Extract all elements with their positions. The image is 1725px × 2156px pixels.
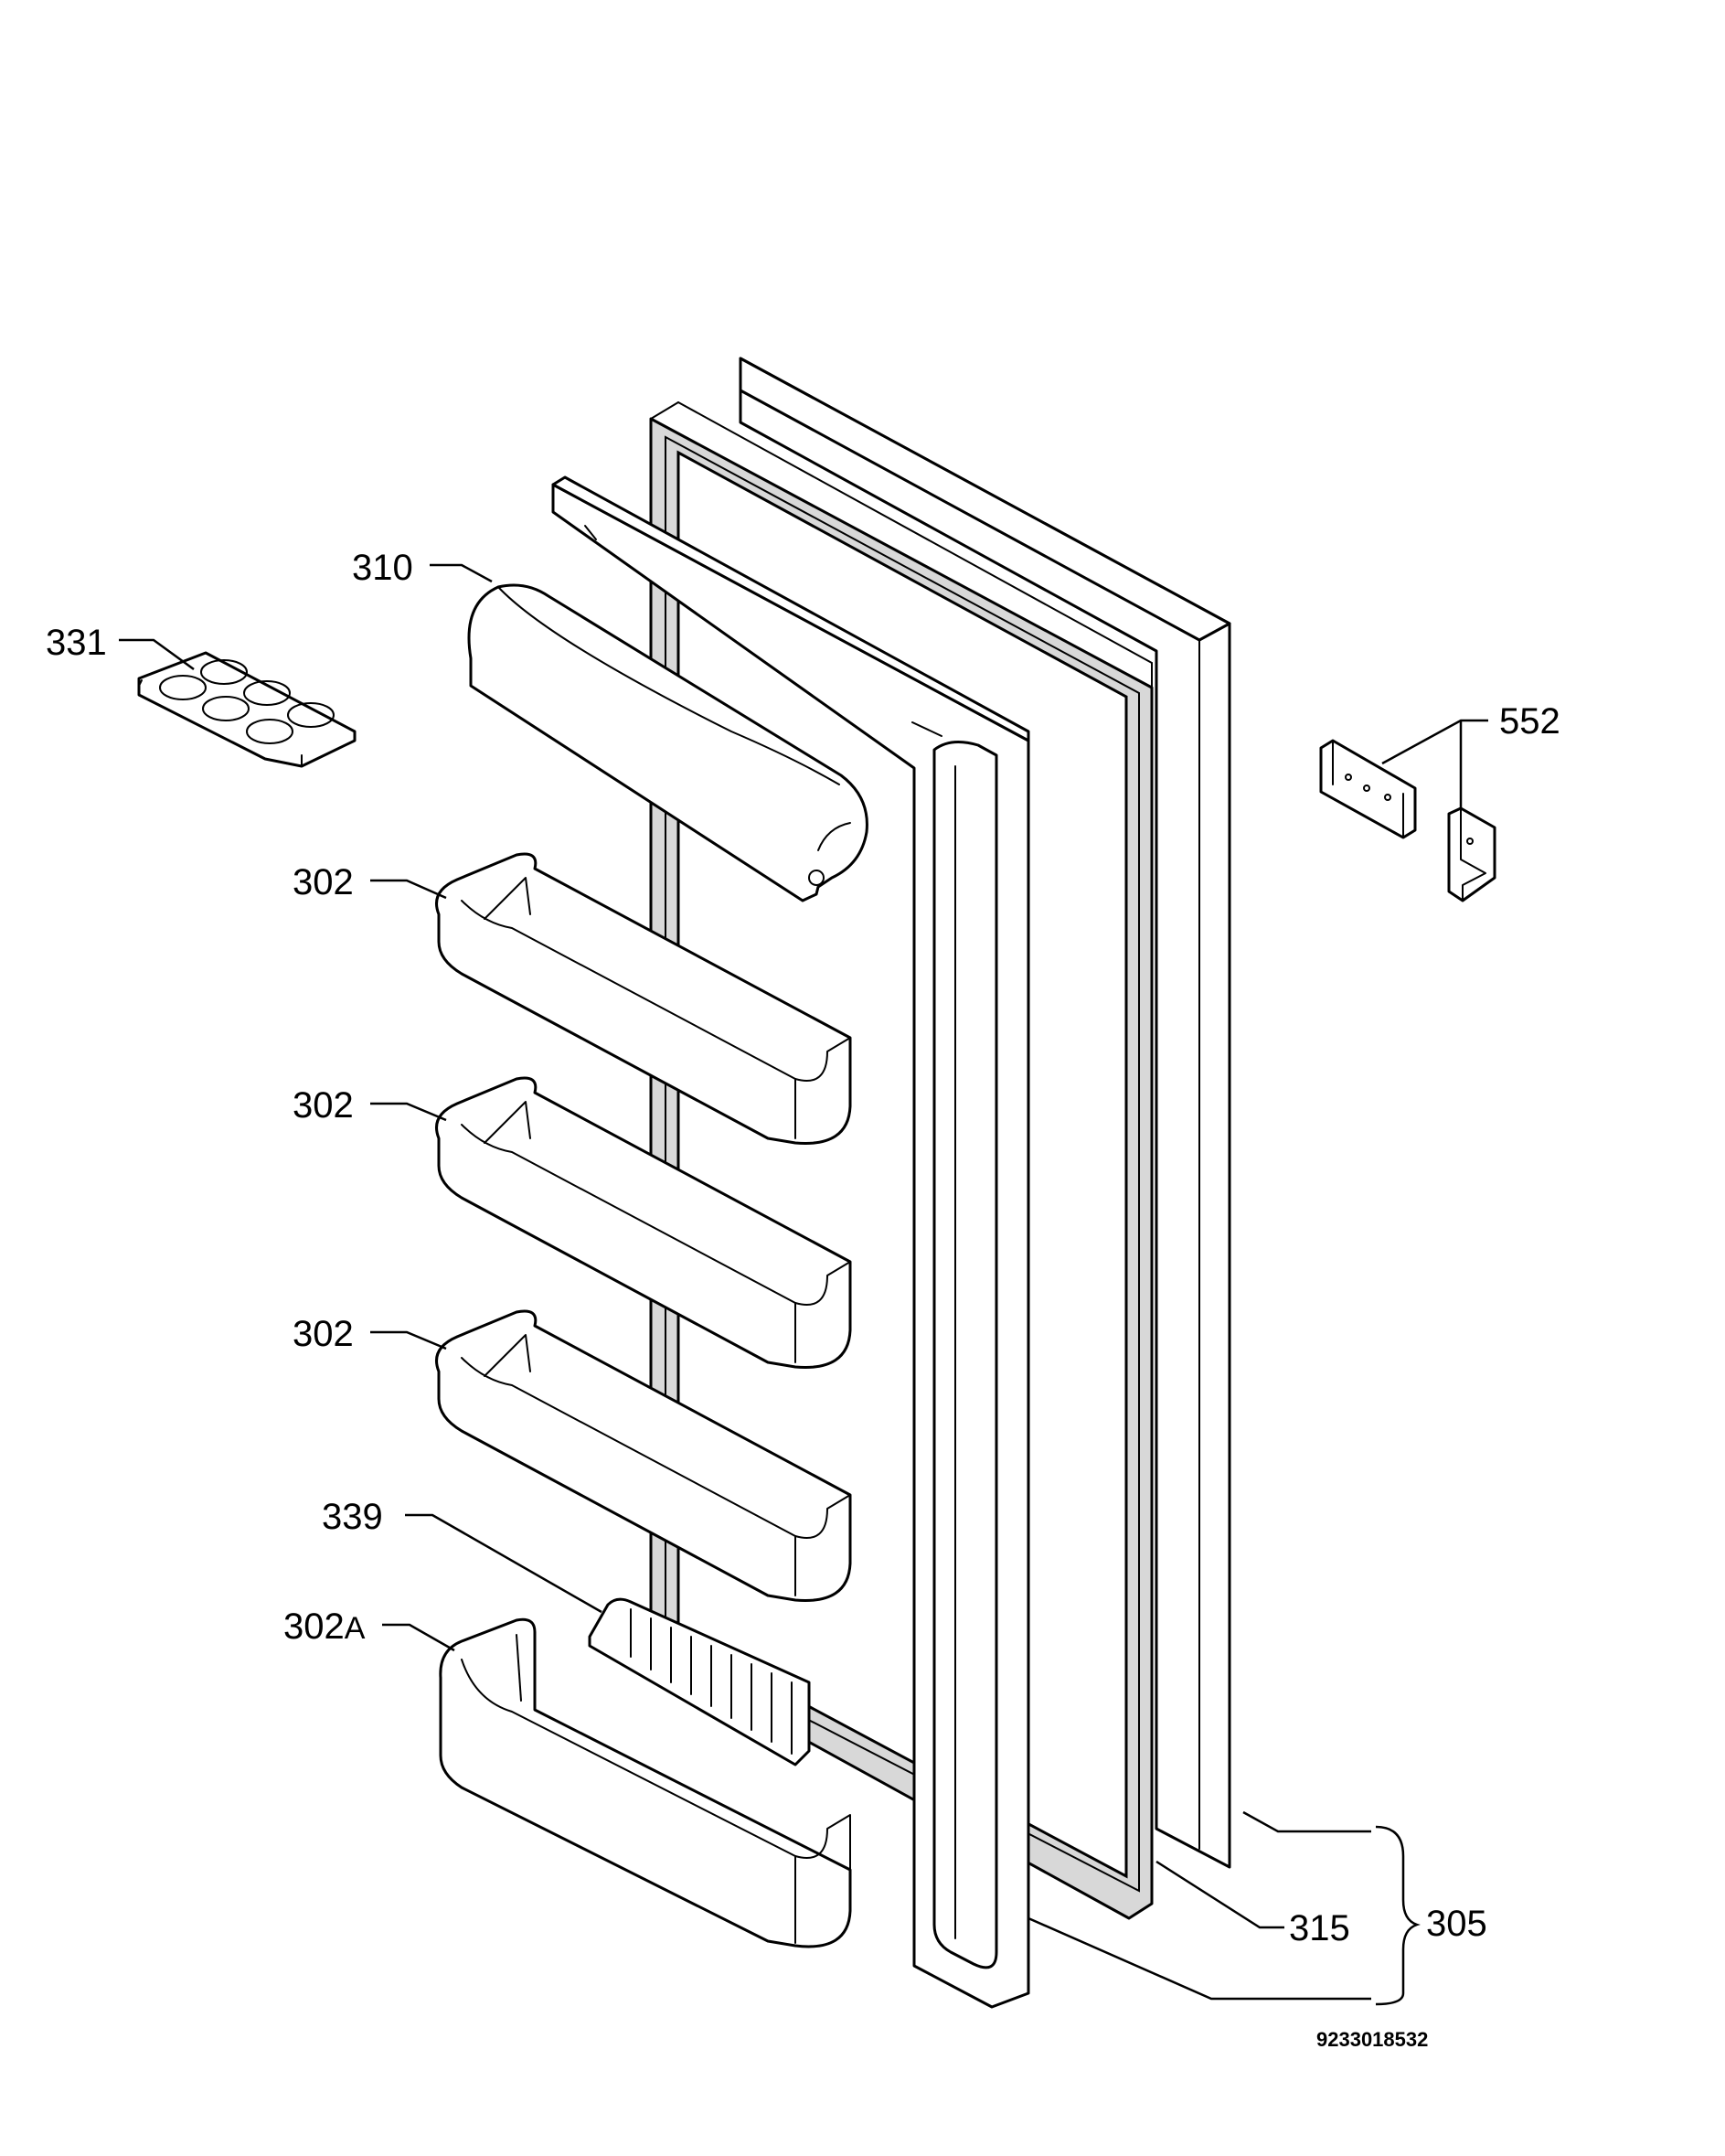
part-339-bottle-retainer xyxy=(588,1597,811,1766)
callout-315: 315 xyxy=(1289,1908,1350,1948)
callout-302A-suffix: A xyxy=(345,1611,366,1646)
door-outer-panel xyxy=(739,357,1231,1869)
part-552-hinge-set xyxy=(1319,739,1496,902)
callout-305: 305 xyxy=(1426,1904,1487,1944)
callout-339: 339 xyxy=(322,1497,383,1537)
callout-302-shelf-3: 302 xyxy=(293,1314,354,1354)
door-inner-liner xyxy=(551,475,1030,2009)
callout-552: 552 xyxy=(1499,701,1560,742)
part-302-door-shelf-1 xyxy=(435,852,852,1145)
part-331-egg-tray xyxy=(137,651,357,768)
part-302-door-shelf-3 xyxy=(435,1309,852,1602)
callout-302A-number: 302 xyxy=(283,1606,345,1647)
part-302A-bottle-shelf xyxy=(439,1617,852,1948)
part-302-door-shelf-2 xyxy=(435,1076,852,1369)
callout-302-shelf-2: 302 xyxy=(293,1085,354,1126)
callout-302A: 302A xyxy=(283,1606,366,1647)
callout-302-shelf-1: 302 xyxy=(293,862,354,902)
drawing-number: 9233018532 xyxy=(1316,2028,1428,2051)
callout-331: 331 xyxy=(46,623,107,663)
part-310-dairy-lid xyxy=(467,583,868,902)
callout-310: 310 xyxy=(352,548,413,588)
leader-lines xyxy=(119,563,1488,2006)
